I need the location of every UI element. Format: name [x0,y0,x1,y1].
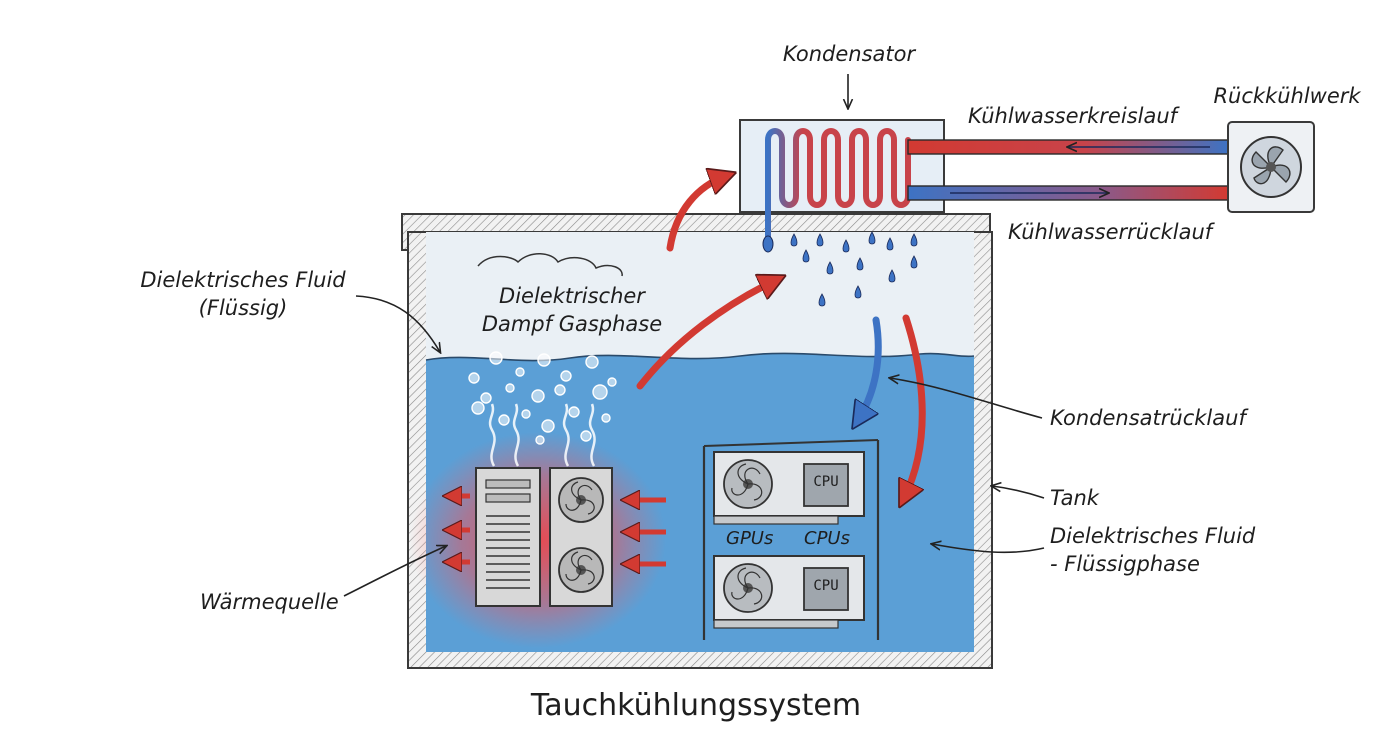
leader-lines [343,74,1045,597]
server-tower [475,467,541,607]
condenser-label: Kondensator [782,42,916,66]
cpus-label: CPUs [804,528,850,549]
cooling-tower-label: Rückkühlwerk [1213,84,1361,108]
cpu-chip-label-top: CPU [813,474,839,490]
coil-drip [762,235,774,253]
vapor-to-condenser-arrow [666,176,726,252]
tank-label: Tank [1050,486,1099,510]
condensate-return-label: Kondensatrücklauf [1050,406,1246,430]
hot-fan-unit [549,467,613,607]
compute-board-top [713,451,865,525]
liquid-surface [425,352,975,362]
cooling-tower [1227,121,1315,213]
compute-board-bottom [713,555,865,629]
heat-source-label: Wärmequelle [200,590,339,614]
cooling-water-return-label: Kühlwasserrücklauf [1008,220,1213,244]
cooling-water-supply-label: Kühlwasserkreislauf [968,104,1178,128]
gpus-label: GPUs [726,528,774,549]
cooling-water-pipes [907,139,1229,201]
fluid-phase-label-line2: - Flüssigphase [1050,552,1200,576]
gpu-cpu-rack [702,439,880,640]
cpu-chip [803,463,849,507]
vapor-label-line2: Dampf Gasphase [481,312,663,336]
condensate-droplets [790,231,918,307]
vapor-rise-arrow [636,280,776,390]
heat-arrows [450,496,666,564]
condenser-coil [765,128,911,243]
vapor-cloud [477,253,623,277]
diagram-title: Tauchkühlungssystem [530,688,862,723]
fluid-phase-label-line1: Dielektrisches Fluid [1050,524,1256,548]
cpu-chip [803,567,849,611]
cpu-chip-label-bottom: CPU [813,578,839,594]
vapor-label-line1: Dielektrischer [499,284,645,308]
steam-wisps [488,403,596,467]
bubbles [468,351,617,445]
fluid-liquid-label-line2: (Flüssig) [198,296,288,320]
hot-flow-arrow [904,314,926,498]
condensate-return-arrow [858,316,882,420]
fluid-liquid-label-line1: Dielektrisches Fluid [140,268,346,292]
